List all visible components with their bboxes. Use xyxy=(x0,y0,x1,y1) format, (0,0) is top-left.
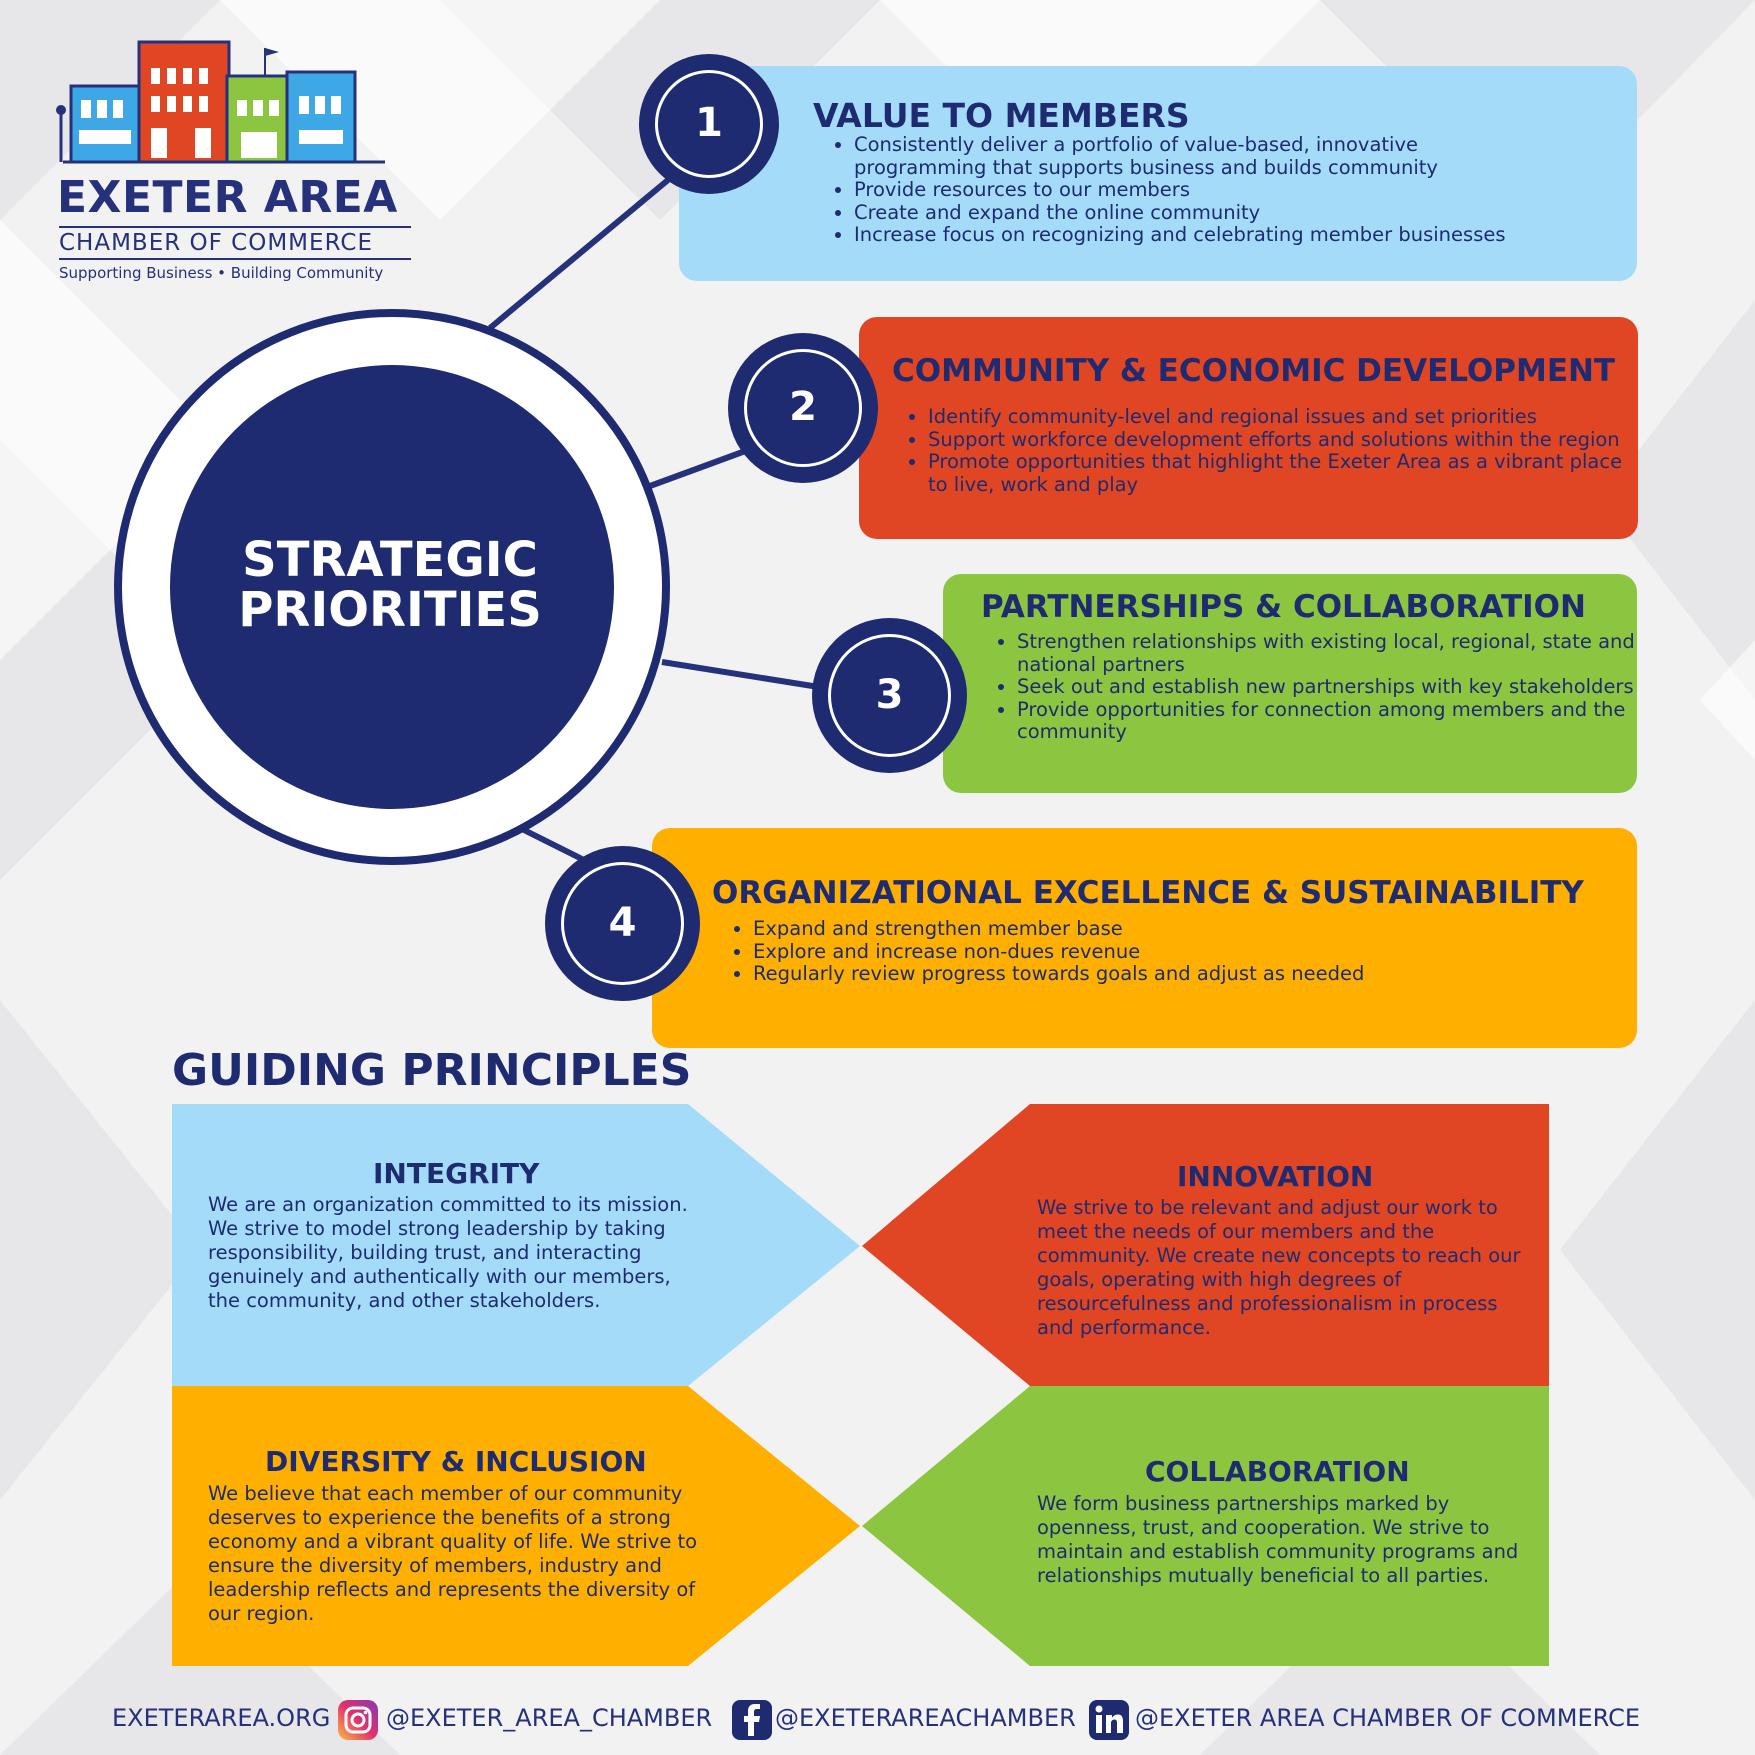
priority-card-organizational-excellence: ORGANIZATIONAL EXCELLENCE & SUSTAINABILI… xyxy=(652,828,1637,1048)
priority-number-badge: 1 xyxy=(639,54,779,194)
strategic-priorities-hub xyxy=(114,309,670,865)
principle-text: We strive to be relevant and adjust our … xyxy=(1037,1196,1521,1339)
priority-number-badge: 2 xyxy=(728,333,878,483)
principle-title: DIVERSITY & INCLUSION xyxy=(265,1445,647,1478)
principle-title: INTEGRITY xyxy=(373,1157,540,1190)
buildings-logo-icon xyxy=(56,40,385,164)
priority-title: VALUE TO MEMBERS xyxy=(813,96,1190,135)
center-title-line: STRATEGIC xyxy=(242,532,538,588)
priority-bullet: Regularly review progress towards goals … xyxy=(753,962,1573,986)
priority-bullet-list: Expand and strengthen member base Explor… xyxy=(729,917,1573,986)
logo-divider xyxy=(59,258,411,260)
priority-bullet: Seek out and establish new partnerships … xyxy=(1017,675,1647,699)
logo-divider xyxy=(59,226,411,228)
priority-card-partnerships-collaboration: PARTNERSHIPS & COLLABORATION Strengthen … xyxy=(943,574,1637,793)
facebook-handle[interactable]: @EXETERAREACHAMBER xyxy=(775,1704,1076,1732)
priority-bullet: Provide opportunities for connection amo… xyxy=(1017,698,1647,744)
priority-bullet: Consistently deliver a portfolio of valu… xyxy=(854,133,1554,179)
priority-bullet: Promote opportunities that highlight the… xyxy=(928,450,1628,496)
chamber-logo: EXETER AREA CHAMBER OF COMMERCE Supporti… xyxy=(55,38,425,288)
principle-text: We are an organization committed to its … xyxy=(208,1193,688,1312)
footer: EXETERAREA.ORG @EXETER_AREA_CHAMBER @EXE… xyxy=(0,1695,1755,1739)
logo-title: EXETER AREA xyxy=(57,172,398,223)
priority-number-badge: 3 xyxy=(812,618,967,773)
priority-title: COMMUNITY & ECONOMIC DEVELOPMENT xyxy=(892,353,1616,389)
priority-number: 4 xyxy=(608,900,637,946)
badge-ring xyxy=(744,349,862,467)
priority-bullet: Explore and increase non-dues revenue xyxy=(753,940,1573,964)
priority-bullet-list: Strengthen relationships with existing l… xyxy=(993,630,1647,744)
principle-text: We believe that each member of our commu… xyxy=(208,1482,698,1625)
priority-card-value-to-members: VALUE TO MEMBERS Consistently deliver a … xyxy=(679,66,1637,281)
priority-card-community-economic-development: COMMUNITY & ECONOMIC DEVELOPMENT Identif… xyxy=(859,317,1638,539)
strategic-priorities-title: STRATEGIC PRIORITIES xyxy=(180,535,600,635)
facebook-icon[interactable] xyxy=(732,1700,772,1740)
instagram-icon[interactable] xyxy=(338,1700,378,1740)
priority-bullet: Expand and strengthen member base xyxy=(753,917,1573,941)
priority-bullet: Support workforce development efforts an… xyxy=(928,428,1628,452)
priority-bullet: Strengthen relationships with existing l… xyxy=(1017,630,1647,676)
priority-bullet-list: Identify community-level and regional is… xyxy=(904,405,1628,496)
principle-title: INNOVATION xyxy=(1177,1160,1374,1193)
badge-ring xyxy=(561,862,684,985)
guiding-principles-title: GUIDING PRINCIPLES xyxy=(172,1045,692,1096)
linkedin-handle[interactable]: @EXETER AREA CHAMBER OF COMMERCE xyxy=(1135,1704,1641,1732)
logo-subtitle: CHAMBER OF COMMERCE xyxy=(59,230,373,256)
badge-ring xyxy=(828,634,951,757)
priority-bullet: Identify community-level and regional is… xyxy=(928,405,1628,429)
priority-number: 3 xyxy=(875,672,904,718)
badge-ring xyxy=(655,70,763,178)
priority-bullet: Create and expand the online community xyxy=(854,201,1554,225)
priority-number-badge: 4 xyxy=(545,846,700,1001)
linkedin-icon[interactable] xyxy=(1089,1700,1129,1740)
priority-bullet: Increase focus on recognizing and celebr… xyxy=(854,223,1554,247)
center-title-line: PRIORITIES xyxy=(238,582,542,638)
priority-bullet: Provide resources to our members xyxy=(854,178,1554,202)
priority-title: ORGANIZATIONAL EXCELLENCE & SUSTAINABILI… xyxy=(712,875,1584,911)
priority-title: PARTNERSHIPS & COLLABORATION xyxy=(981,589,1586,625)
priority-bullet-list: Consistently deliver a portfolio of valu… xyxy=(830,133,1554,247)
website-link[interactable]: EXETERAREA.ORG xyxy=(112,1704,331,1732)
instagram-handle[interactable]: @EXETER_AREA_CHAMBER xyxy=(386,1704,713,1732)
principle-title: COLLABORATION xyxy=(1145,1455,1410,1488)
principle-text: We form business partnerships marked by … xyxy=(1037,1492,1519,1587)
priority-number: 1 xyxy=(695,100,723,146)
logo-tagline: Supporting Business • Building Community xyxy=(59,264,384,282)
priority-number: 2 xyxy=(789,384,817,430)
